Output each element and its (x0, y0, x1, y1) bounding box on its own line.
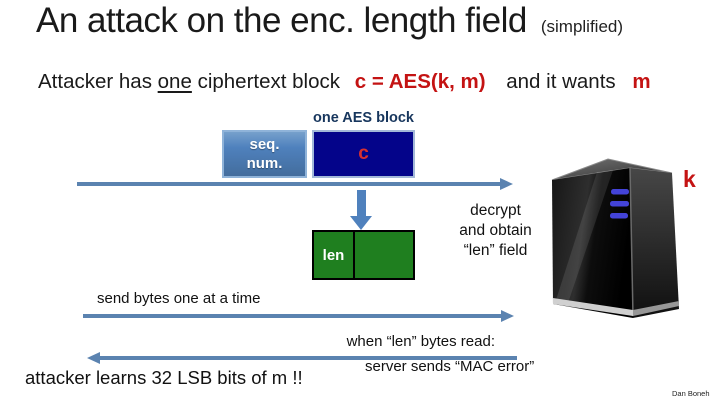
server-icon (551, 158, 679, 318)
statement-line: Attacker has one ciphertext block c = AE… (38, 70, 651, 94)
seq-num-box: seq. num. (222, 130, 307, 178)
server-key-label: k (683, 166, 696, 192)
send-bytes-label: send bytes one at a time (97, 290, 261, 307)
decrypt-note: decrypt and obtain “len” field (433, 201, 558, 261)
aes-block-label: one AES block (313, 110, 414, 126)
remaining-plaintext-box (355, 230, 415, 280)
ciphertext-box: c (312, 130, 415, 178)
page-title: An attack on the enc. length field (simpl… (36, 1, 623, 41)
len-field-box: len (312, 230, 355, 280)
decrypt-note-line1: decrypt (470, 202, 521, 219)
cipher-formula: c = AES(k, m) (354, 70, 486, 93)
send-bytes-arrowhead-icon (501, 310, 514, 322)
response-arrow (100, 356, 517, 360)
statement-part3: and it wants (506, 70, 616, 93)
decrypted-block: len (312, 230, 415, 280)
send-bytes-arrow (83, 314, 501, 318)
send-packet-arrowhead-icon (500, 178, 513, 190)
decrypt-note-line3: “len” field (463, 242, 528, 259)
decrypt-note-line2: and obtain (459, 222, 532, 239)
len-field-label: len (322, 246, 345, 264)
decrypt-arrow (357, 190, 366, 217)
send-packet-arrow (77, 182, 500, 186)
title-note: (simplified) (540, 17, 624, 36)
statement-part1: Attacker has (38, 70, 152, 93)
decrypt-arrowhead-icon (350, 216, 372, 230)
mac-error-label: server sends “MAC error” (365, 358, 535, 375)
author-credit: Dan Boneh (672, 389, 710, 398)
ciphertext-label: c (358, 143, 369, 164)
statement-emphasis: one (157, 70, 192, 93)
response-arrowhead-icon (87, 352, 100, 364)
statement-part2: ciphertext block (197, 70, 341, 93)
attack-result-label: attacker learns 32 LSB bits of m !! (25, 367, 303, 388)
when-len-read-label: when “len” bytes read: (346, 333, 495, 350)
seq-num-line2: num. (246, 155, 283, 172)
message-variable: m (632, 70, 651, 93)
seq-num-line1: seq. (249, 136, 280, 153)
title-text: An attack on the enc. length field (36, 1, 527, 40)
